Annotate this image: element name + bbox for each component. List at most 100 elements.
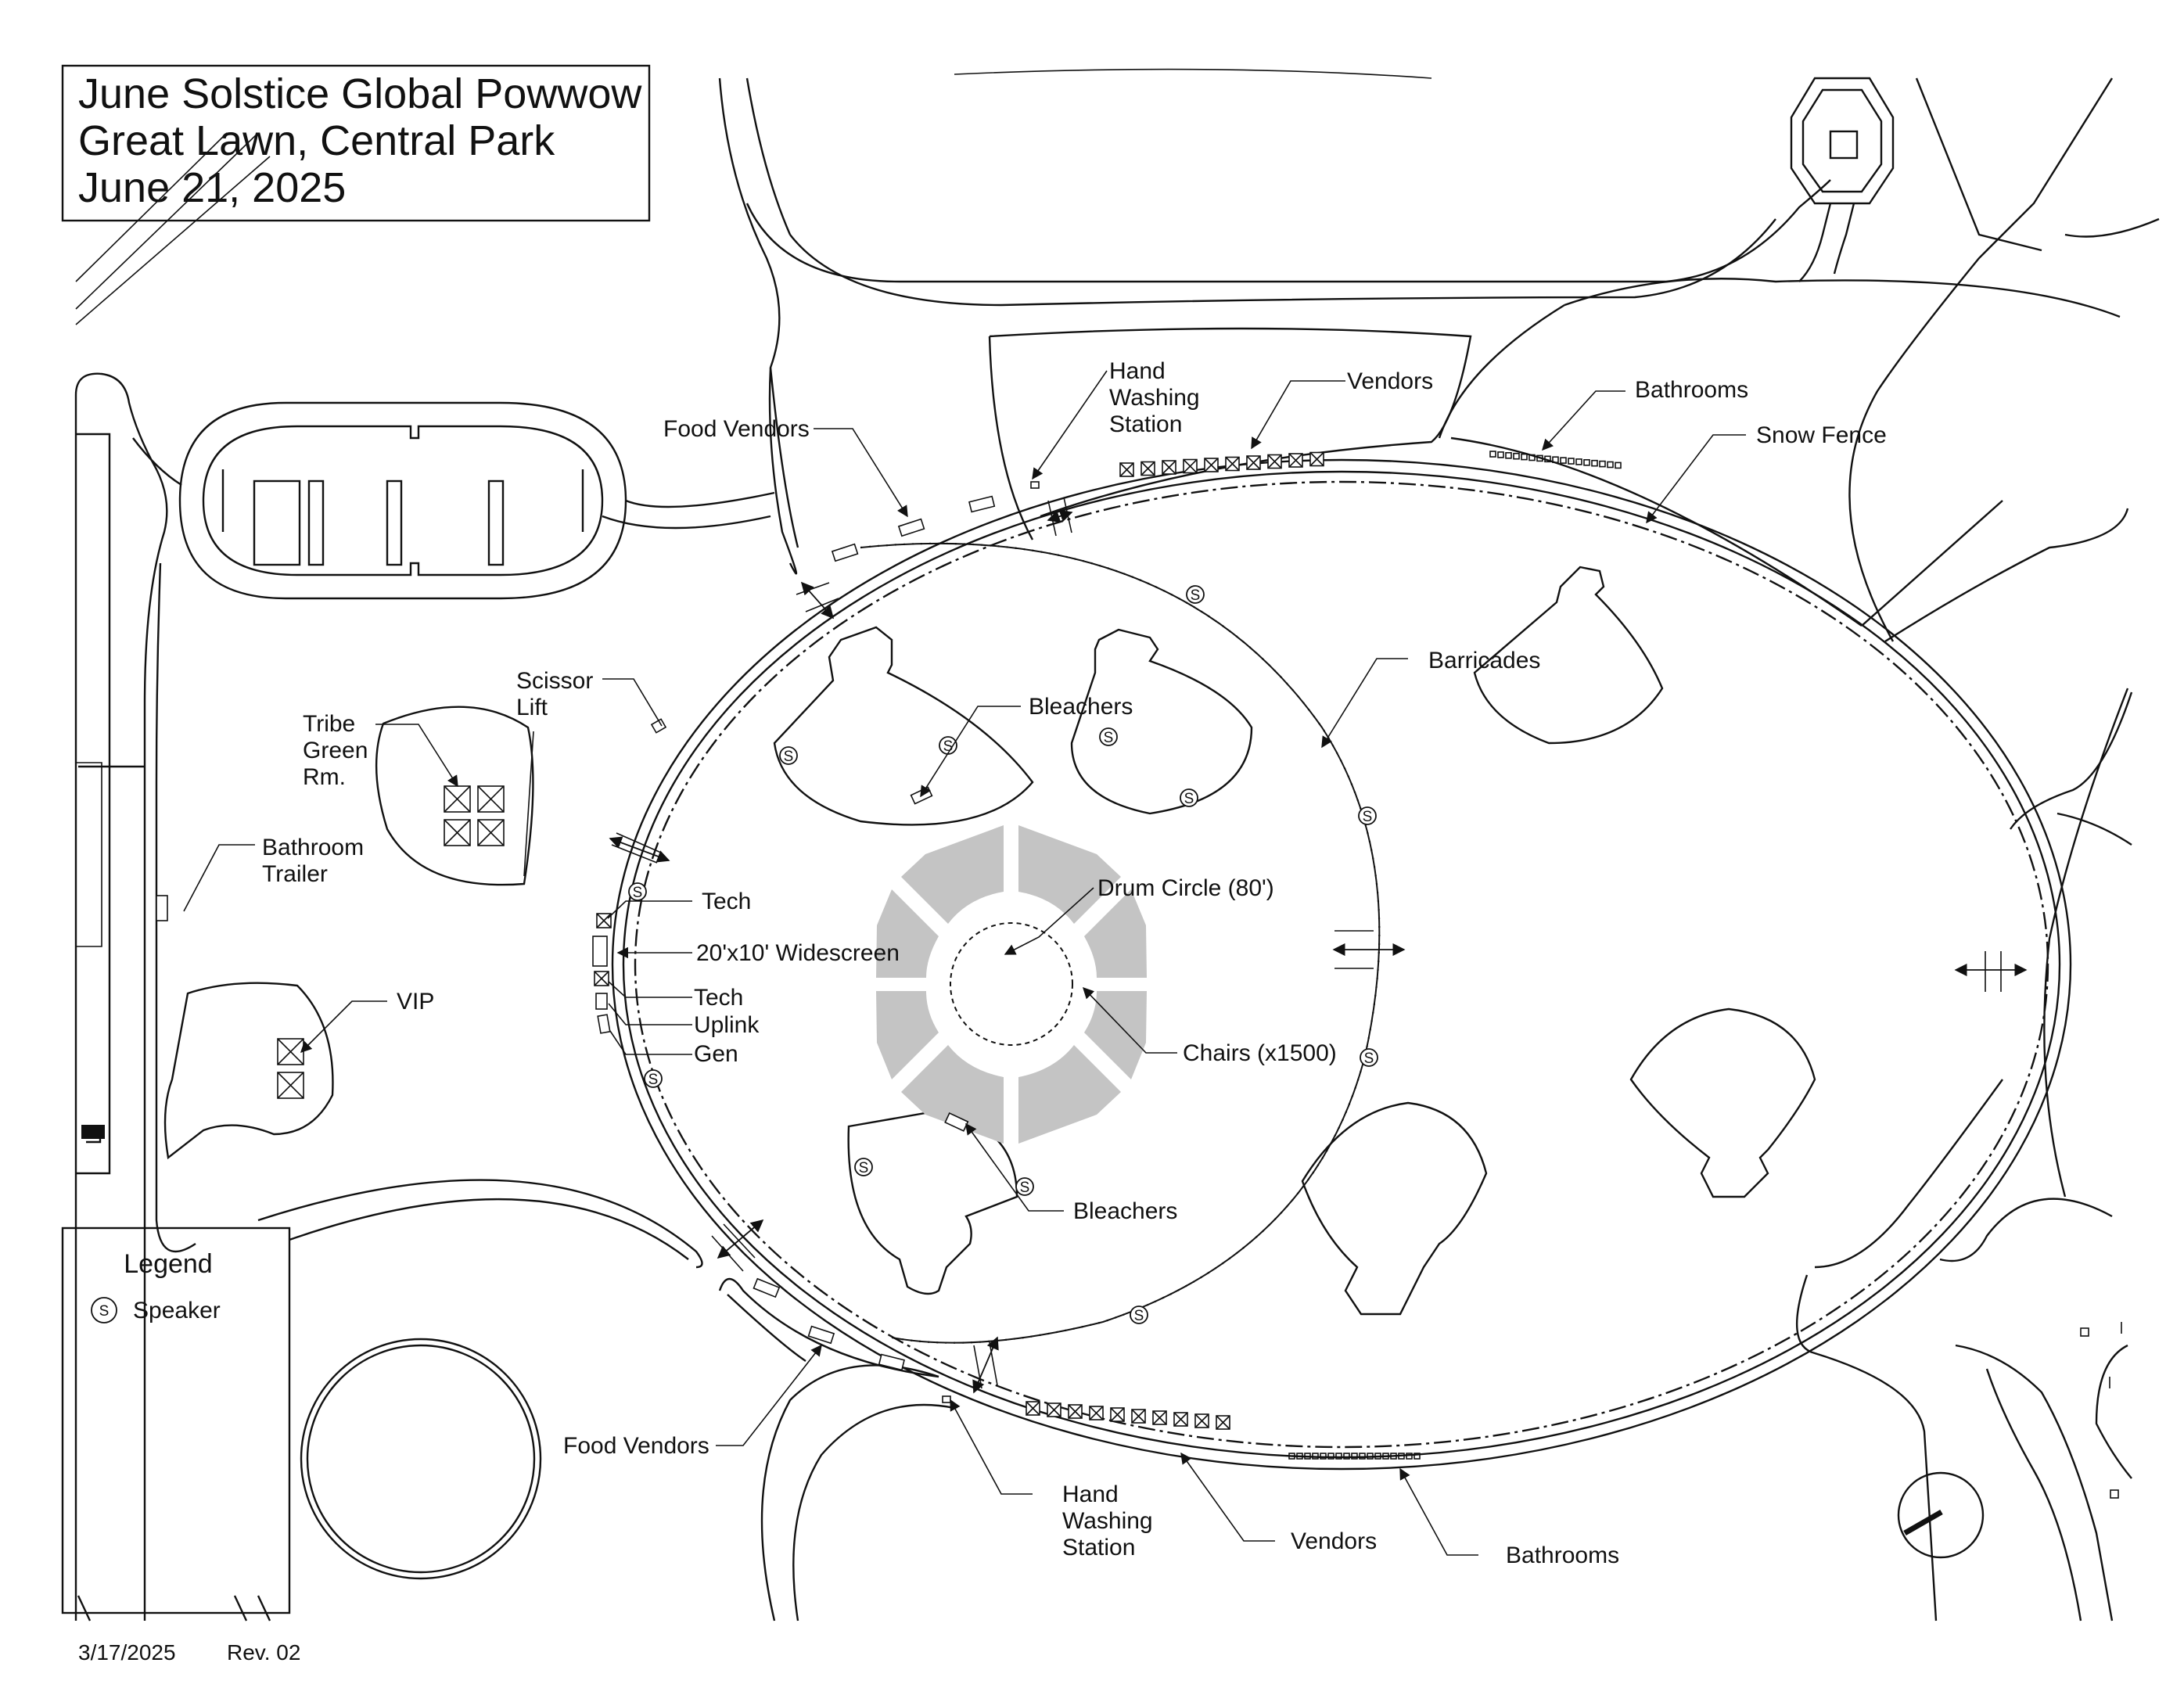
svg-text:S: S	[1184, 791, 1194, 807]
tents	[277, 785, 505, 1099]
bathroom-unit	[1536, 454, 1543, 462]
vendor-booth	[1288, 453, 1303, 468]
bathroom-unit	[1599, 460, 1606, 468]
bathroom-unit	[1343, 1453, 1350, 1460]
barricades-loop	[860, 542, 1381, 1344]
vendor-booth	[1152, 1410, 1167, 1425]
svg-text:S: S	[1191, 587, 1201, 604]
label-food-vendors-bottom: Food Vendors	[563, 1433, 709, 1459]
label-scissor-lift-2: Lift	[516, 695, 548, 720]
bathroom-unit	[1489, 451, 1496, 458]
label-uplink: Uplink	[694, 1012, 760, 1038]
label-bleachers-bottom: Bleachers	[1073, 1198, 1177, 1224]
vendor-booth	[1119, 462, 1134, 477]
bathroom-unit	[1575, 458, 1582, 465]
svg-text:S: S	[784, 749, 794, 765]
label-hand-washing-top-2: Washing	[1109, 385, 1200, 411]
vendor-booth	[1216, 1415, 1230, 1430]
bathroom-unit	[1398, 1453, 1405, 1460]
svg-text:S: S	[633, 885, 643, 901]
label-bathrooms-top: Bathrooms	[1635, 377, 1748, 403]
bathroom-unit	[1359, 1453, 1366, 1460]
speaker-icon: S	[1015, 1177, 1034, 1196]
speaker-icon: S	[1358, 806, 1377, 825]
vendor-booth	[1225, 456, 1240, 472]
bathroom-unit	[1615, 462, 1622, 469]
legend-speaker-label: Speaker	[133, 1298, 221, 1323]
vendor-booth	[1246, 455, 1261, 470]
bathroom-unit	[1406, 1453, 1413, 1460]
bathroom-unit	[1367, 1453, 1374, 1460]
bathroom-unit	[1413, 1453, 1421, 1460]
bathroom-unit	[1560, 457, 1567, 464]
bathroom-unit	[1513, 452, 1520, 460]
label-chairs: Chairs (x1500)	[1183, 1040, 1337, 1066]
speaker-icon: S	[1130, 1306, 1148, 1324]
bathroom-unit	[1320, 1453, 1327, 1460]
svg-text:S: S	[859, 1160, 869, 1176]
speaker-icon: S	[1180, 788, 1198, 807]
speaker-icon: S	[1099, 727, 1118, 746]
bathroom-unit	[1521, 453, 1528, 461]
label-widescreen: 20'x10' Widescreen	[696, 940, 900, 966]
label-gen: Gen	[694, 1041, 738, 1067]
label-vip: VIP	[397, 989, 434, 1015]
vendor-booth	[1068, 1404, 1083, 1419]
bathroom-unit	[1351, 1453, 1358, 1460]
speaker-icon: S	[1360, 1048, 1378, 1067]
vendor-booth	[1110, 1407, 1125, 1422]
bathroom-unit	[1583, 458, 1590, 466]
walkways	[74, 68, 2160, 1622]
bathroom-unit	[1505, 451, 1512, 459]
vendor-booth	[1204, 458, 1219, 472]
label-scissor-lift-1: Scissor	[516, 668, 593, 694]
bathroom-unit	[1312, 1453, 1319, 1460]
label-tribe-green-room-2: Green	[303, 738, 368, 763]
track-oval	[132, 401, 775, 600]
vendor-booths	[1026, 451, 1622, 1460]
label-hand-washing-bottom-3: Station	[1062, 1535, 1135, 1561]
vendor-booth	[1173, 1412, 1188, 1427]
label-hand-washing-top-3: Station	[1109, 411, 1182, 437]
legend-speaker-icon: S	[91, 1297, 117, 1323]
label-vendors-bottom: Vendors	[1291, 1528, 1377, 1554]
label-tribe-green-room-3: Rm.	[303, 764, 346, 790]
bathroom-unit	[1390, 1453, 1397, 1460]
svg-text:S: S	[1020, 1180, 1030, 1196]
bathroom-unit	[1296, 1453, 1303, 1460]
bathroom-unit	[1374, 1453, 1381, 1460]
bathroom-unit	[1335, 1453, 1342, 1460]
bathroom-unit	[1288, 1453, 1295, 1460]
svg-text:S: S	[1134, 1308, 1144, 1324]
label-hand-washing-top-1: Hand	[1109, 358, 1166, 384]
vendor-booth	[1047, 1402, 1061, 1417]
label-hand-washing-bottom-1: Hand	[1062, 1481, 1119, 1507]
revision-date: 3/17/2025	[78, 1640, 176, 1665]
bathroom-unit	[1552, 456, 1559, 464]
bathroom-unit	[1304, 1453, 1311, 1460]
bathroom-unit	[1591, 459, 1598, 467]
gates	[609, 497, 2028, 1394]
svg-text:S: S	[648, 1072, 659, 1088]
label-drum-circle: Drum Circle (80')	[1097, 875, 1274, 901]
label-bathrooms-bottom: Bathrooms	[1506, 1543, 1619, 1568]
svg-text:S: S	[99, 1303, 110, 1320]
vendor-booth	[1026, 1401, 1040, 1416]
label-tech-1: Tech	[702, 889, 751, 914]
label-barricades: Barricades	[1428, 648, 1540, 673]
vendor-booth	[1140, 461, 1155, 476]
speaker-icon: S	[1186, 585, 1205, 604]
vendor-booth	[1267, 454, 1282, 469]
label-bleachers-top: Bleachers	[1029, 694, 1133, 720]
label-tech-2: Tech	[694, 985, 743, 1011]
speaker-icon: S	[628, 882, 647, 901]
speaker-icon: S	[854, 1158, 873, 1176]
tech-stack	[592, 913, 612, 1034]
title-line-1: June Solstice Global Powwow	[78, 70, 642, 117]
legend: Legend S Speaker	[61, 1226, 291, 1614]
label-food-vendors-top: Food Vendors	[663, 416, 810, 442]
legend-heading: Legend	[124, 1249, 212, 1279]
label-bathroom-trailer-2: Trailer	[262, 861, 328, 887]
